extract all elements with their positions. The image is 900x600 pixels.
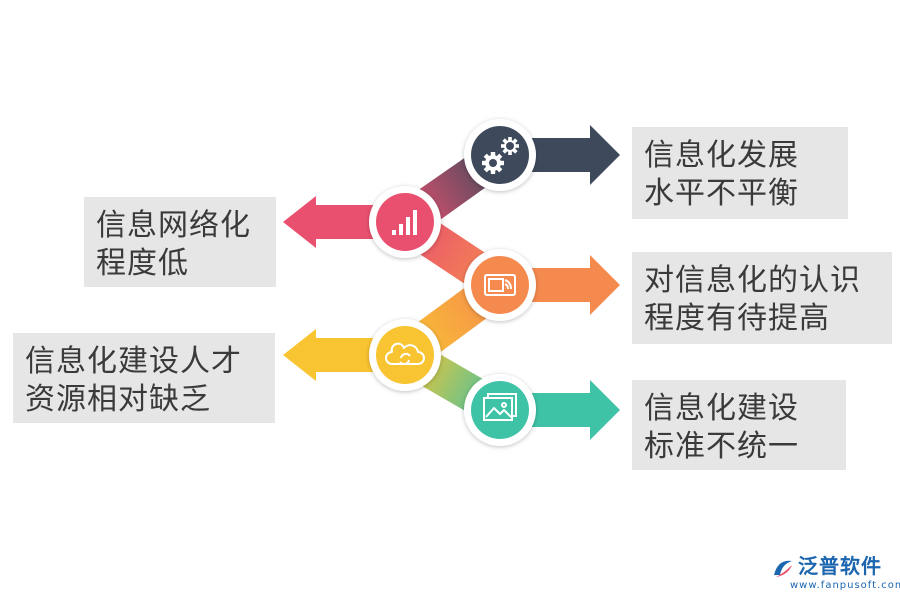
node-5 <box>464 374 536 446</box>
screen-share-icon <box>484 274 516 296</box>
cloud-sync-icon <box>385 342 425 366</box>
bar-chart-icon <box>392 210 417 235</box>
label-4-line-1: 信息化建设人才 <box>25 344 242 379</box>
label-2-line-1: 信息网络化 <box>96 208 251 243</box>
label-box-4: 信息化建设人才 资源相对缺乏 <box>13 333 275 423</box>
logo-name: 泛普软件 <box>798 554 882 578</box>
label-4-line-2: 资源相对缺乏 <box>25 382 211 417</box>
node-4 <box>369 319 441 391</box>
node-2 <box>369 186 441 258</box>
label-1-line-1: 信息化发展 <box>644 138 799 173</box>
label-1-line-2: 水平不平衡 <box>644 176 799 211</box>
label-box-1: 信息化发展 水平不平衡 <box>632 127 848 219</box>
image-gallery-icon <box>483 393 517 421</box>
label-5-line-2: 标准不统一 <box>644 429 799 464</box>
label-box-3: 对信息化的认识 程度有待提高 <box>632 252 892 344</box>
node-3 <box>464 249 536 321</box>
brand-logo: 泛普软件 www.fanpusoft.com <box>770 552 900 596</box>
label-5-line-1: 信息化建设 <box>644 391 799 426</box>
label-2-line-2: 程度低 <box>96 246 189 281</box>
label-3-line-1: 对信息化的认识 <box>644 263 861 298</box>
logo-url: www.fanpusoft.com <box>790 580 900 591</box>
gears-icon <box>482 137 519 174</box>
label-box-5: 信息化建设 标准不统一 <box>632 380 846 470</box>
label-box-2: 信息网络化 程度低 <box>84 197 276 287</box>
label-3-line-2: 程度有待提高 <box>644 301 830 336</box>
logo-mark-icon <box>774 560 792 577</box>
node-1 <box>464 119 536 191</box>
